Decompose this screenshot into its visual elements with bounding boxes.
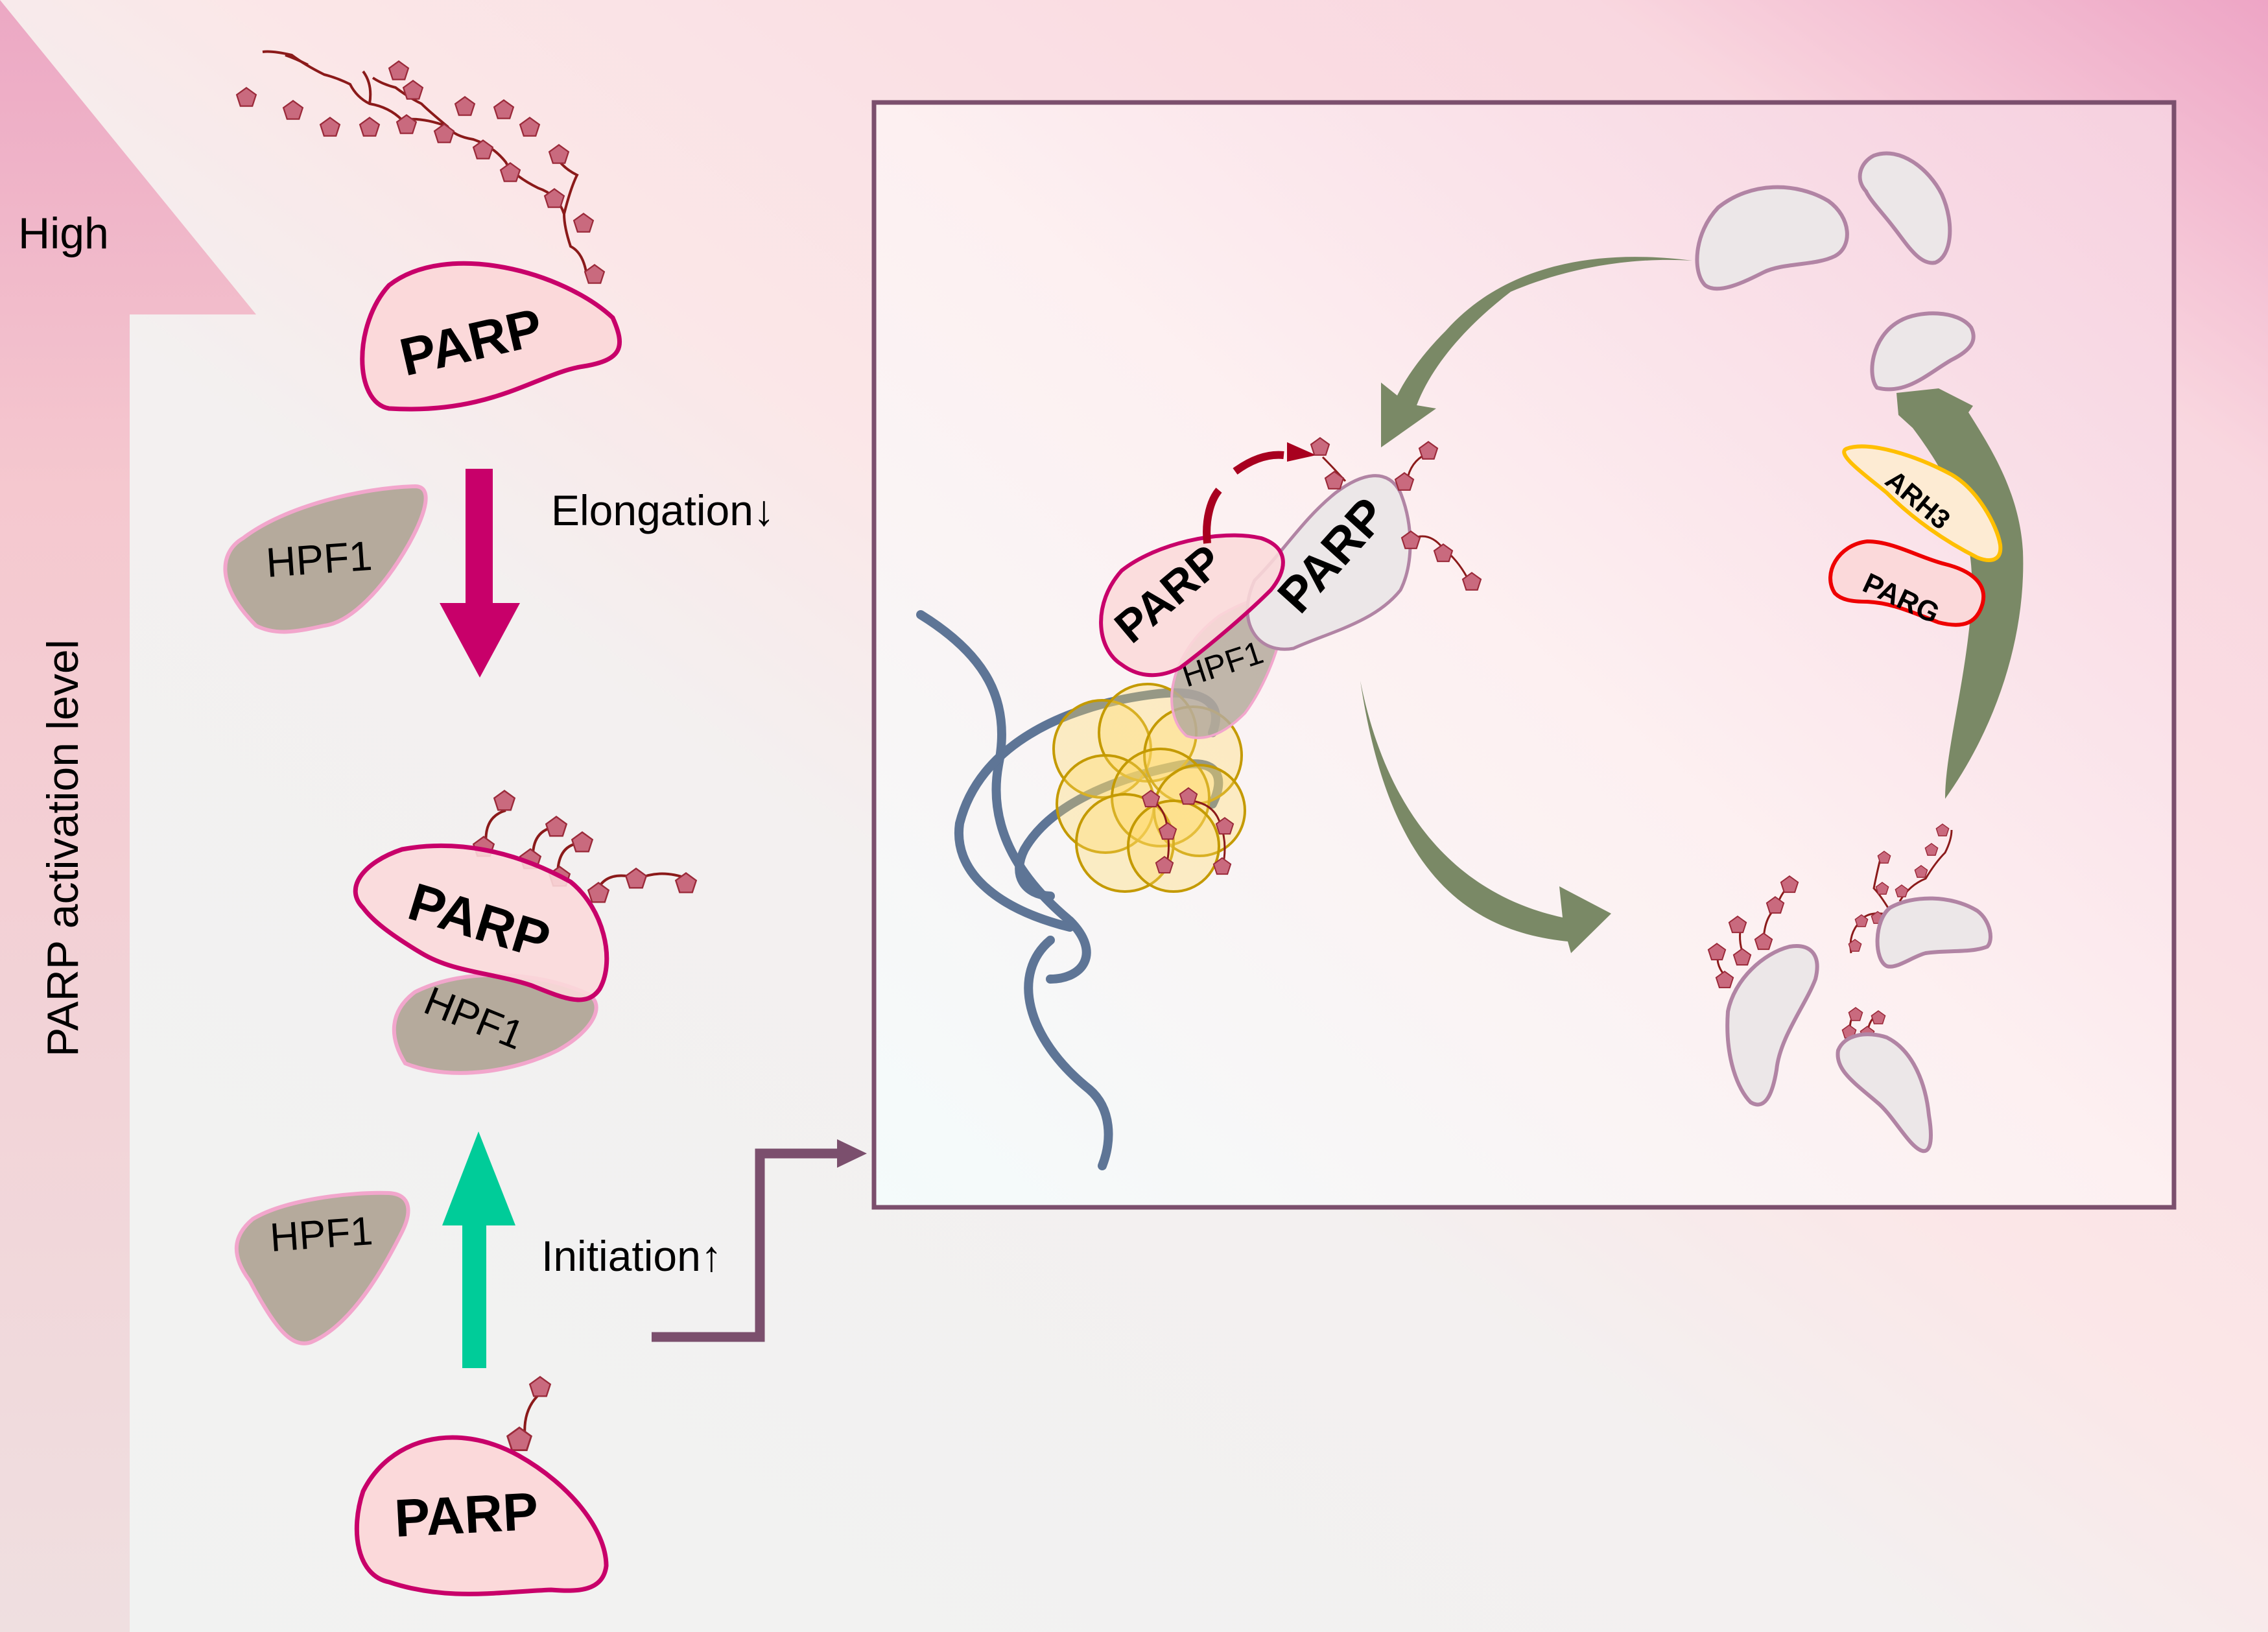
initiation-label: Initiation↑ bbox=[541, 1232, 722, 1280]
activation-axis-arrow bbox=[0, 0, 256, 1632]
modified-parp-1 bbox=[1725, 944, 1819, 1107]
axis-vertical-label: PARP activation level bbox=[38, 639, 88, 1057]
dna-strand bbox=[916, 610, 1223, 1170]
parp-bottom: PARP bbox=[354, 1435, 609, 1596]
initiation-arrow-up bbox=[442, 1131, 515, 1368]
elongation-label: Elongation↓ bbox=[551, 486, 775, 534]
cycle-arrow-release bbox=[1360, 681, 1611, 953]
connector-arrow bbox=[652, 1139, 867, 1342]
cycle-arrow-return bbox=[1381, 257, 1692, 447]
parp-top: PARP bbox=[360, 261, 622, 412]
cycle-arrow-hydrolysis bbox=[1896, 388, 2024, 799]
parp-middle: PARP bbox=[353, 843, 609, 1002]
hpf1-elongation: HPF1 bbox=[223, 484, 428, 634]
elongation-arrow-down bbox=[440, 469, 520, 678]
released-parp-3 bbox=[1870, 311, 1976, 392]
axis-high-label: High bbox=[18, 209, 109, 258]
parp-bottom-label: PARP bbox=[393, 1482, 539, 1548]
hpf1-elongation-label: HPF1 bbox=[265, 532, 373, 586]
released-parp-1 bbox=[1695, 185, 1849, 291]
hpf1-initiation-label: HPF1 bbox=[268, 1209, 374, 1260]
released-parp-2 bbox=[1858, 151, 1952, 265]
modified-parp-3 bbox=[1836, 1032, 1933, 1153]
modified-parp-2 bbox=[1875, 896, 1992, 969]
cycle-panel bbox=[871, 100, 2177, 1210]
hpf1-initiation: HPF1 bbox=[234, 1190, 410, 1345]
trans-modification-arrow bbox=[1203, 442, 1316, 544]
